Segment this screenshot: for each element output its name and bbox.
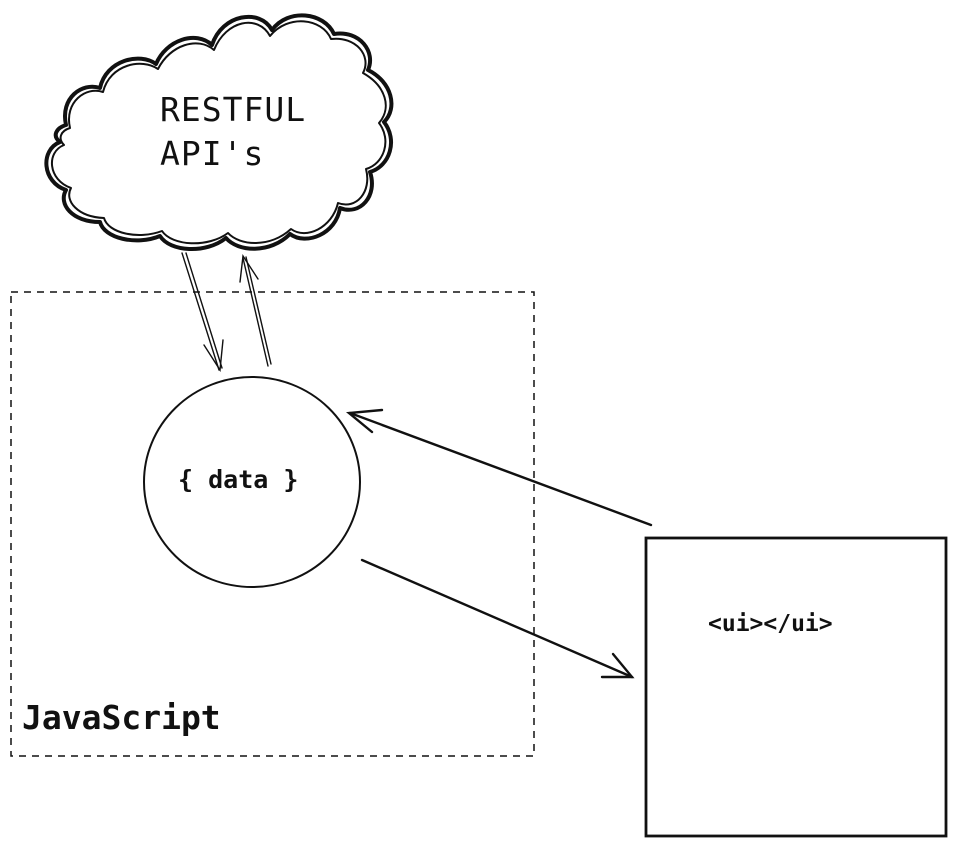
restful-api-cloud: RESTFUL API's [44,13,394,252]
javascript-container [10,291,535,757]
arrow-data-to-cloud [239,253,272,367]
cloud-label-line1: RESTFUL [160,90,306,129]
cloud-label-line2: API's [160,134,264,173]
ui-node: <ui></ui> [644,536,948,838]
arrow-ui-to-data [345,408,653,527]
data-node: { data } [143,376,361,588]
arrow-cloud-to-data [181,252,224,373]
cloud-outline [44,13,394,252]
javascript-label: JavaScript [22,698,221,737]
ui-label: <ui></ui> [708,611,833,637]
arrow-data-to-ui [360,558,635,679]
data-circle [143,376,361,588]
ui-box [644,536,948,838]
cloud-outline-second-stroke [50,20,387,245]
data-label: { data } [178,465,298,494]
